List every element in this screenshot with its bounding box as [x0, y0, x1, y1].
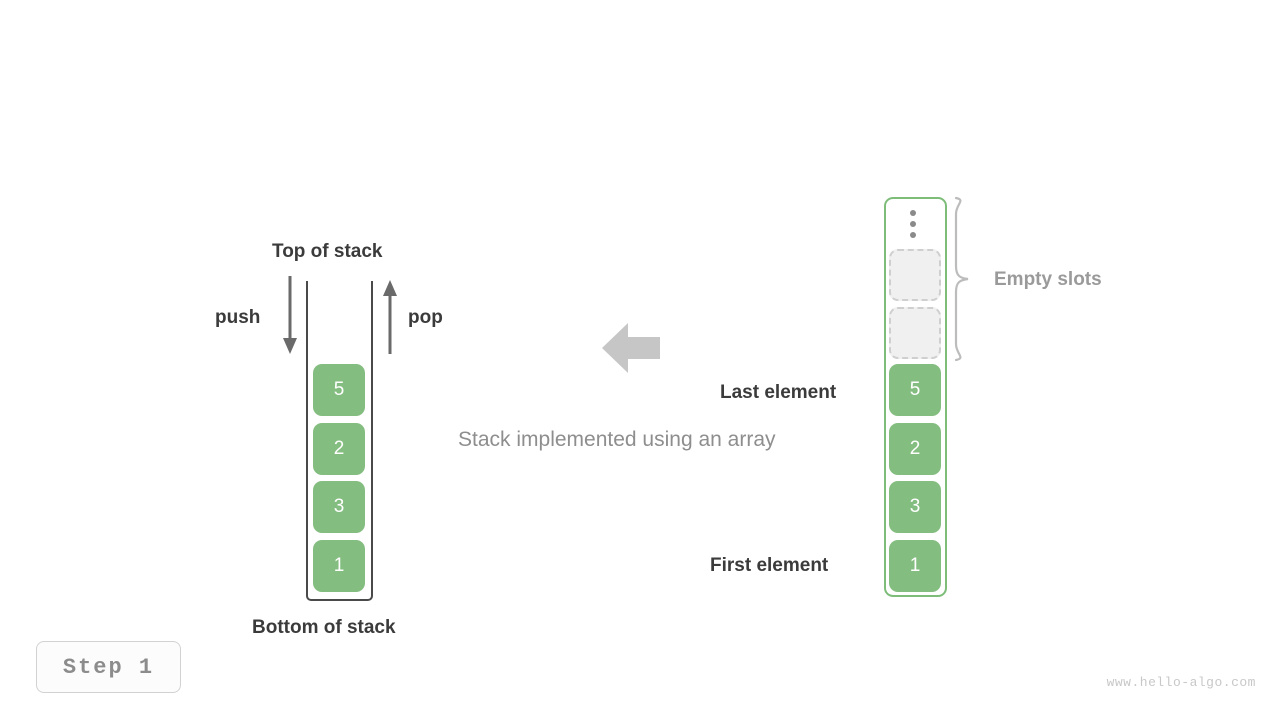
stack-cell: 1 — [313, 540, 365, 592]
empty-slot — [889, 249, 941, 301]
pop-label: pop — [408, 307, 443, 328]
empty-slots-brace-icon — [954, 196, 969, 362]
push-arrow-icon — [283, 276, 297, 354]
step-badge: Step 1 — [36, 641, 181, 693]
last-element-label: Last element — [720, 382, 837, 403]
stack-cell: 5 — [313, 364, 365, 416]
left-block-arrow-icon — [602, 323, 660, 373]
stack-cell: 3 — [313, 481, 365, 533]
pop-arrow-icon — [383, 280, 397, 354]
first-element-label: First element — [710, 555, 829, 576]
figure-caption: Stack implemented using an array — [458, 428, 776, 451]
empty-slot — [889, 307, 941, 359]
watermark: www.hello-algo.com — [1106, 675, 1256, 690]
top-of-stack-label: Top of stack — [272, 241, 383, 262]
bottom-of-stack-label: Bottom of stack — [252, 617, 396, 638]
push-label: push — [215, 307, 261, 328]
empty-slots-label: Empty slots — [994, 269, 1102, 290]
stack-cell: 2 — [313, 423, 365, 475]
array-cell: 2 — [889, 423, 941, 475]
array-cell: 3 — [889, 481, 941, 533]
vertical-ellipsis-icon — [910, 210, 918, 238]
array-cell: 5 — [889, 364, 941, 416]
array-cell: 1 — [889, 540, 941, 592]
